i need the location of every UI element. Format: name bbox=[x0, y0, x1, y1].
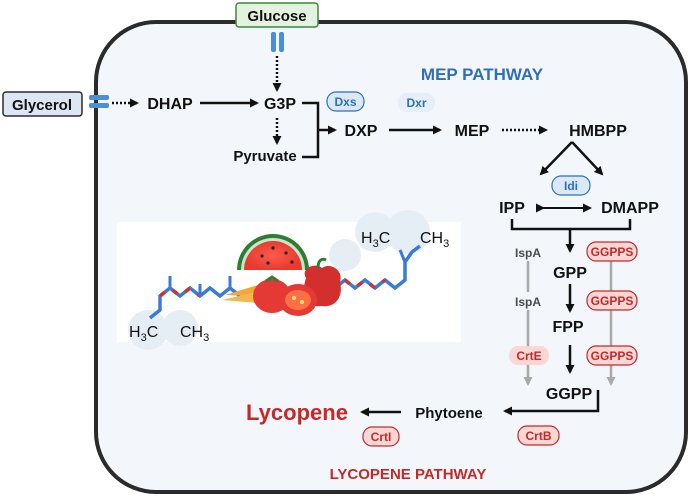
enzyme-ispa-label-2: IspA bbox=[515, 295, 541, 309]
enzyme-ggpps-badge-1: GGPPS bbox=[586, 241, 638, 262]
enzyme-ispa-badge-2: IspA bbox=[507, 292, 549, 310]
enzyme-ggpps-badge-3: GGPPS bbox=[586, 345, 638, 366]
glycerol-input: Glycerol bbox=[2, 91, 83, 117]
carrot-icon bbox=[222, 285, 262, 303]
glucose-transporter-icon bbox=[271, 32, 284, 52]
methyl-label-right-a: H3C bbox=[361, 230, 390, 250]
metabolite-mep: MEP bbox=[455, 123, 490, 140]
enzyme-crte-label: CrtE bbox=[516, 349, 541, 363]
metabolite-pyruvate: Pyruvate bbox=[233, 148, 296, 165]
enzyme-idi-label: Idi bbox=[564, 179, 578, 193]
lycopene-pathway-title: LYCOPENE PATHWAY bbox=[330, 466, 487, 483]
methyl-label-right-b: CH3 bbox=[420, 230, 449, 250]
watermelon-icon bbox=[237, 234, 309, 270]
lycopene-molecule-illustration: H3C CH3 H3C CH3 bbox=[117, 210, 461, 350]
molecule-chain-left bbox=[148, 285, 242, 320]
enzyme-crti-badge: CrtI bbox=[362, 426, 400, 447]
metabolite-dxp: DXP bbox=[345, 123, 378, 140]
metabolite-gpp: GPP bbox=[553, 265, 587, 282]
enzyme-crtb-label: CrtB bbox=[526, 429, 552, 443]
enzyme-idi-badge: Idi bbox=[551, 175, 591, 196]
metabolite-g3p: G3P bbox=[264, 96, 296, 113]
enzyme-crtb-badge: CrtB bbox=[517, 425, 560, 446]
metabolite-lycopene: Lycopene bbox=[246, 400, 348, 425]
methyl-label-left-a: H3C bbox=[129, 324, 158, 344]
metabolite-ggpp: GGPP bbox=[546, 386, 593, 403]
glycerol-transporter-icon bbox=[89, 95, 109, 108]
enzyme-ggpps-label-1: GGPPS bbox=[591, 245, 634, 259]
tomato-icon bbox=[253, 275, 317, 316]
methyl-label-left-b: CH3 bbox=[180, 324, 209, 344]
arrow-hmbpp-dmapp bbox=[571, 141, 604, 176]
enzyme-dxs-label: Dxs bbox=[334, 95, 356, 109]
glucose-input: Glucose bbox=[235, 2, 319, 28]
enzyme-dxs-badge: Dxs bbox=[326, 91, 365, 112]
metabolite-phytoene: Phytoene bbox=[415, 405, 483, 422]
mep-pathway-title: MEP PATHWAY bbox=[421, 65, 544, 84]
enzyme-ispa-label-1: IspA bbox=[515, 246, 541, 260]
enzyme-ggpps-label-2: GGPPS bbox=[591, 294, 634, 308]
metabolite-dmapp: DMAPP bbox=[601, 200, 659, 217]
enzyme-ggpps-badge-2: GGPPS bbox=[586, 290, 638, 311]
enzyme-crti-label: CrtI bbox=[371, 430, 392, 444]
metabolite-dhap: DHAP bbox=[147, 96, 193, 113]
arrow-hmbpp-ipp bbox=[539, 141, 573, 176]
enzyme-crte-badge: CrtE bbox=[509, 346, 549, 365]
enzyme-ispa-badge-1: IspA bbox=[507, 243, 549, 261]
metabolite-hmbpp: HMBPP bbox=[569, 123, 627, 140]
metabolite-fpp: FPP bbox=[552, 319, 583, 336]
enzyme-dxr-badge: Dxr bbox=[398, 93, 435, 112]
enzyme-dxr-label: Dxr bbox=[406, 96, 426, 110]
glycerol-label: Glycerol bbox=[12, 97, 72, 114]
arrow-ggpp-phytoene bbox=[503, 390, 600, 416]
metabolite-ipp: IPP bbox=[499, 200, 525, 217]
enzyme-ggpps-label-3: GGPPS bbox=[591, 349, 634, 363]
glucose-label: Glucose bbox=[247, 8, 306, 25]
